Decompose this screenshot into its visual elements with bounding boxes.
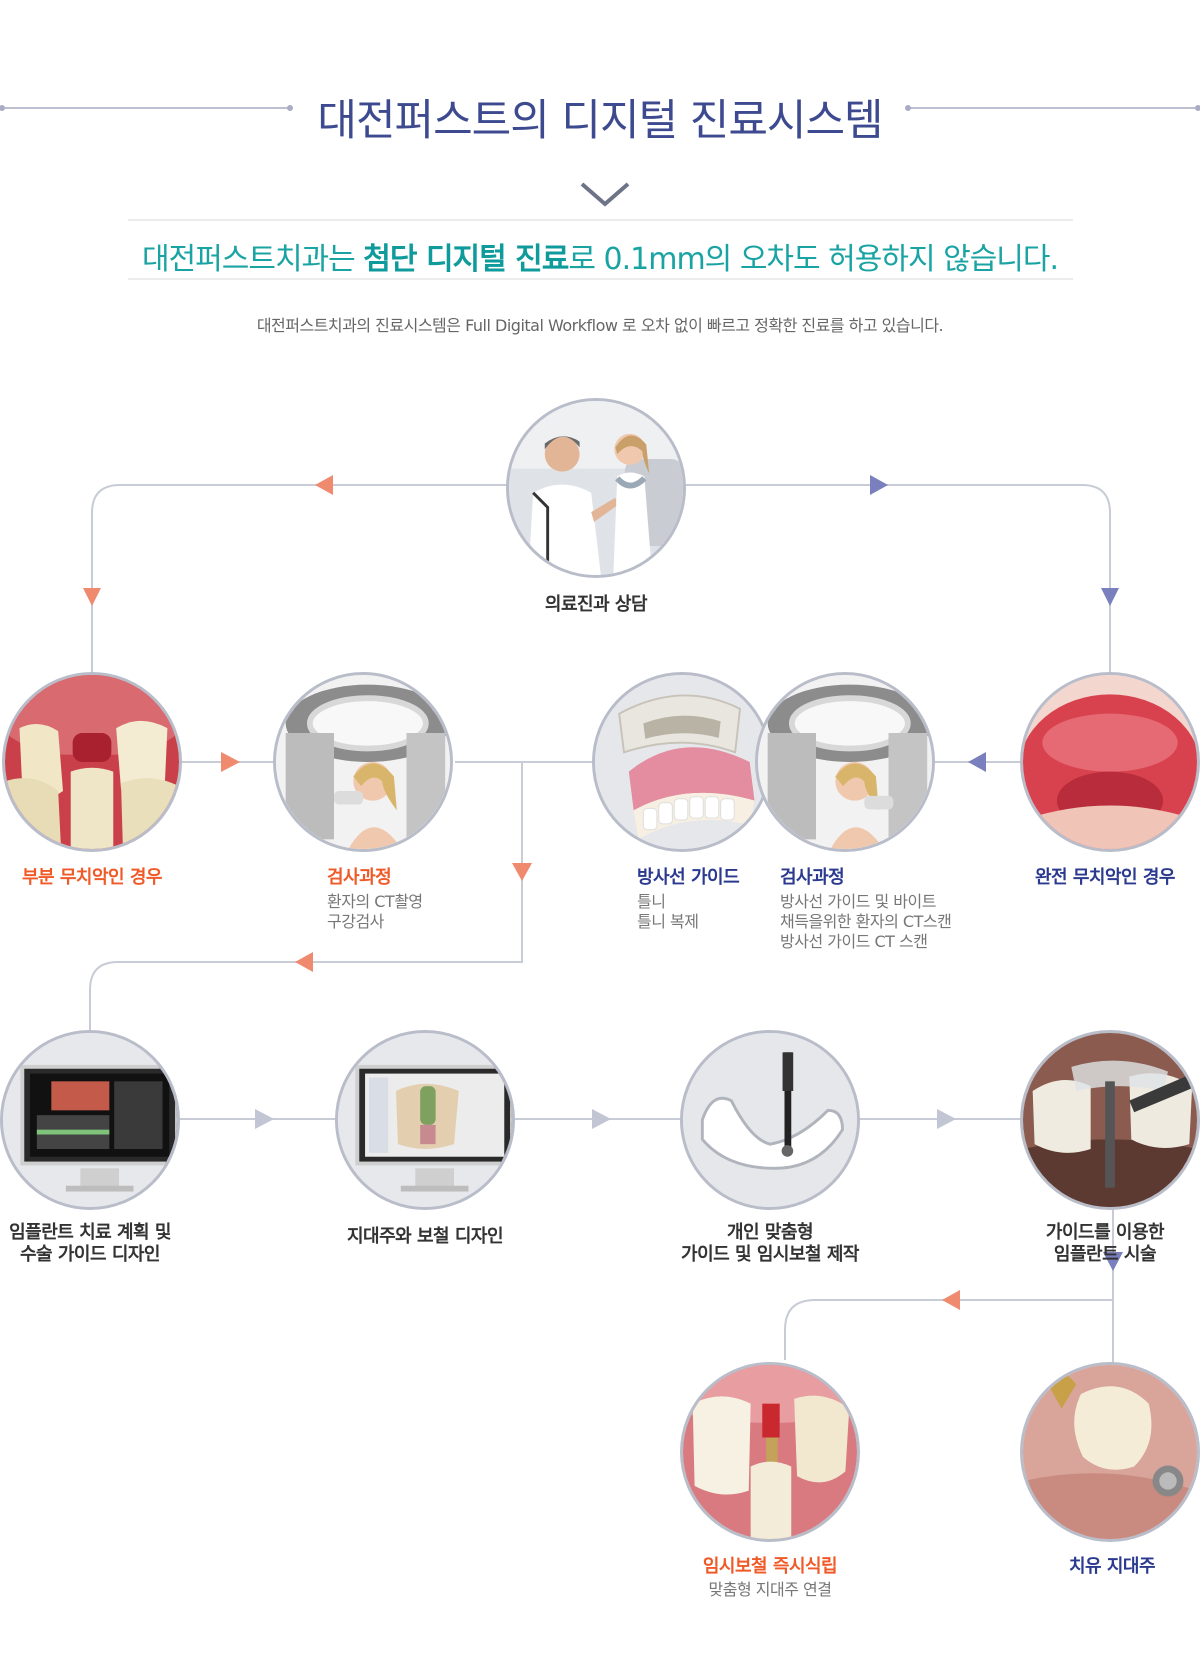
exam2-detail-item: 방사선 가이드 CT 스캔 [780,932,928,951]
healing-abutment-icon [1023,1365,1197,1539]
exam2-details: 방사선 가이드 및 바이트 채득을위한 환자의 CT스캔 방사선 가이드 CT … [780,892,952,952]
ct-scanner-icon [276,675,450,849]
denture-icon [595,675,769,849]
planning-label: 임플란트 치료 계획 및 수술 가이드 디자인 [0,1222,190,1266]
implant-surgery-icon [1023,1033,1197,1207]
custom-guide-label-line: 가이드 및 임시보철 제작 [681,1244,859,1265]
abutment-design-label: 지대주와 보철 디자인 [346,1226,504,1247]
full-edentulous-image [1020,672,1200,852]
partial-edentulous-label: 부분 무치악인 경우 [21,867,163,888]
guided-surgery-label-line: 임플란트 시술 [1053,1244,1157,1265]
custom-guide-label-line: 개인 맞춤형 [726,1222,814,1243]
custom-guide-label: 개인 맞춤형 가이드 및 임시보철 제작 [670,1222,870,1266]
partial-edentulous-image [2,672,182,852]
edentulous-mouth-icon [1023,675,1197,849]
page-description: 대전퍼스트치과의 진료시스템은 Full Digital Workflow 로 … [256,316,944,335]
radiation-guide-detail-item: 틀니 [637,892,666,911]
custom-guide-image [680,1030,860,1210]
monitor-design-icon [338,1033,512,1207]
planning-label-line: 수술 가이드 디자인 [19,1244,161,1265]
abutment-design-image [335,1030,515,1210]
immediate-crown-image [680,1362,860,1542]
page-subtitle: 대전퍼스트치과는 첨단 디지털 진료로 0.1mm의 오차도 허용하지 않습니다… [0,234,1200,278]
radiation-guide-image [592,672,772,852]
exam1-detail-item: 환자의 CT촬영 [327,892,423,911]
full-edentulous-label: 완전 무치악인 경우 [1034,867,1176,888]
radiation-guide-label: 방사선 가이드 [637,867,740,888]
immediate-crown-icon [683,1365,857,1539]
exam2-detail-item: 방사선 가이드 및 바이트 [780,892,936,911]
exam1-label: 검사과정 [327,867,392,888]
immediate-crown-detail-item: 맞춤형 지대주 연결 [708,1580,832,1599]
guided-surgery-label-line: 가이드를 이용한 [1045,1222,1165,1243]
dentist-consult-icon [509,401,683,575]
exam2-label: 검사과정 [780,867,845,888]
exam1-detail-item: 구강검사 [327,912,384,931]
subtitle-text-post: 로 0.1mm의 오차도 허용하지 않습니다. [568,242,1059,277]
exam1-details: 환자의 CT촬영 구강검사 [327,892,423,932]
missing-tooth-icon [5,675,179,849]
healing-abutment-image [1020,1362,1200,1542]
planning-image [0,1030,180,1210]
guided-surgery-label: 가이드를 이용한 임플란트 시술 [1005,1222,1200,1266]
subtitle-highlight: 첨단 디지털 진료 [363,242,569,277]
healing-abutment-label: 치유 지대주 [1068,1556,1156,1577]
radiation-guide-details: 틀니 틀니 복제 [637,892,699,932]
ct-scanner-icon [758,675,932,849]
immediate-crown-label: 임시보철 즉시식립 [702,1556,838,1577]
immediate-crown-details: 맞춤형 지대주 연결 [670,1580,870,1600]
exam2-detail-item: 채득을위한 환자의 CT스캔 [780,912,952,931]
surgical-guide-icon [683,1033,857,1207]
consult-image [506,398,686,578]
subtitle-text-pre: 대전퍼스트치과는 [141,242,364,277]
exam-ct-image-2 [755,672,935,852]
monitor-planning-icon [3,1033,177,1207]
consult-label: 의료진과 상담 [544,594,648,615]
page-title: 대전퍼스트의 디지털 진료시스템 [317,96,883,146]
guided-surgery-image [1020,1030,1200,1210]
planning-label-line: 임플란트 치료 계획 및 [9,1222,171,1243]
radiation-guide-detail-item: 틀니 복제 [637,912,699,931]
exam-ct-image-1 [273,672,453,852]
